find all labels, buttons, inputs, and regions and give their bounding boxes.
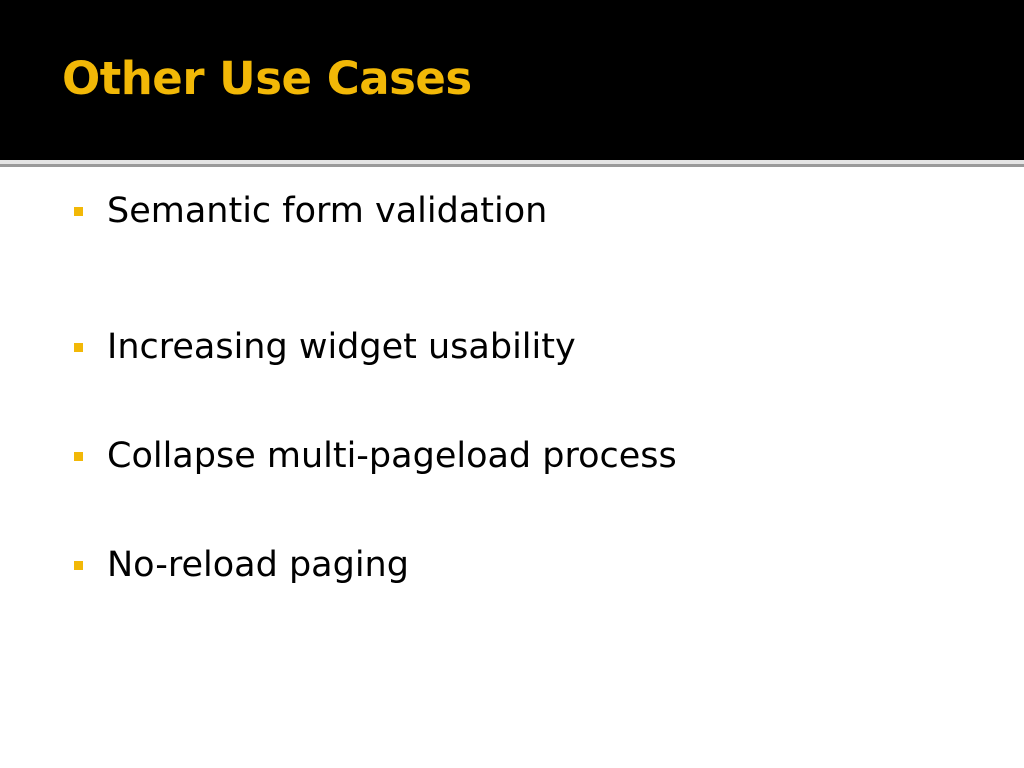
bullet-item: No-reload paging: [74, 540, 974, 590]
bullet-item: Collapse multi-pageload process: [74, 431, 974, 481]
square-bullet-icon: [74, 342, 83, 352]
square-bullet-icon: [74, 206, 83, 216]
title-divider-light: [0, 160, 1024, 164]
title-band: Other Use Cases: [0, 0, 1024, 160]
bullet-text: No-reload paging: [107, 545, 409, 585]
square-bullet-icon: [74, 451, 83, 461]
bullet-text: Collapse multi-pageload process: [107, 436, 677, 476]
square-bullet-icon: [74, 560, 83, 570]
slide-title: Other Use Cases: [62, 52, 472, 105]
title-divider-dark: [0, 164, 1024, 167]
bullet-text: Semantic form validation: [107, 191, 548, 231]
bullet-item: Increasing widget usability: [74, 322, 974, 372]
bullet-text: Increasing widget usability: [107, 327, 576, 367]
bullet-item: Semantic form validation: [74, 186, 974, 236]
